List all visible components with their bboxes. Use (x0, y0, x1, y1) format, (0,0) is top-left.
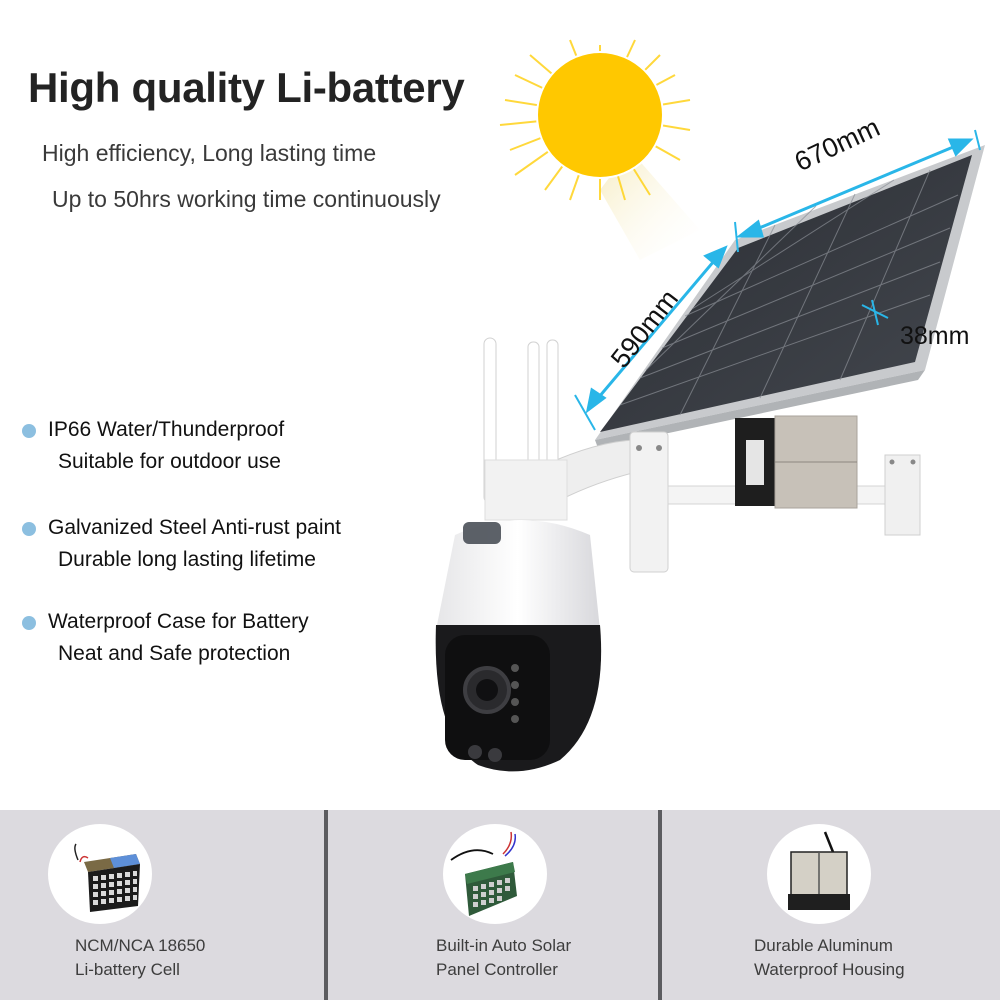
caption-line: Li-battery Cell (75, 960, 180, 979)
component-caption: NCM/NCA 18650 Li-battery Cell (75, 934, 205, 982)
feature-description: Suitable for outdoor use (58, 450, 281, 473)
battery-pack-icon (48, 824, 152, 924)
mounting-bracket (544, 431, 921, 573)
sun-icon (499, 39, 700, 260)
feature-description: Neat and Safe protection (58, 642, 291, 665)
component-caption: Built-in Auto Solar Panel Controller (436, 934, 571, 982)
dimension-width-label: 590mm (605, 284, 685, 374)
caption-line: Built-in Auto Solar (436, 936, 572, 955)
feature-description: Durable long lasting lifetime (58, 548, 316, 571)
dot-icon (22, 424, 36, 438)
component-strip: NCM/NCA 18650 Li-battery Cell Built-in A… (0, 810, 1000, 1000)
caption-line: Durable Aluminum (754, 936, 893, 955)
dot-icon (22, 522, 36, 536)
component-card: NCM/NCA 18650 Li-battery Cell (0, 810, 324, 1000)
component-card: Durable Aluminum Waterproof Housing (662, 810, 1000, 1000)
dimension-lines (574, 129, 981, 431)
antennas (483, 337, 559, 504)
battery-box (735, 415, 858, 509)
component-card: Built-in Auto Solar Panel Controller (328, 810, 658, 1000)
caption-line: Waterproof Housing (754, 960, 905, 979)
divider (324, 810, 328, 1000)
feature-title: IP66 Water/Thunderproof (48, 418, 285, 441)
ptz-camera (435, 459, 602, 772)
dot-icon (22, 616, 36, 630)
controller-board-icon (443, 824, 547, 924)
dimension-thickness-label: 38mm (900, 322, 970, 350)
product-illustration: 670mm 590mm 38mm (435, 39, 985, 772)
subtitle-efficiency: High efficiency, Long lasting time (42, 140, 377, 166)
feature-title: Galvanized Steel Anti-rust paint (48, 516, 341, 539)
page-title: High quality Li-battery (28, 64, 465, 111)
caption-line: Panel Controller (436, 960, 558, 979)
caption-line: NCM/NCA 18650 (75, 936, 206, 955)
aluminum-housing-icon (767, 824, 871, 924)
divider (658, 810, 662, 1000)
solar-panel (595, 145, 985, 448)
dimension-length-label: 670mm (790, 111, 885, 178)
component-caption: Durable Aluminum Waterproof Housing (754, 934, 905, 982)
subtitle-working-time: Up to 50hrs working time continuously (52, 186, 441, 212)
feature-title: Waterproof Case for Battery (48, 610, 309, 633)
